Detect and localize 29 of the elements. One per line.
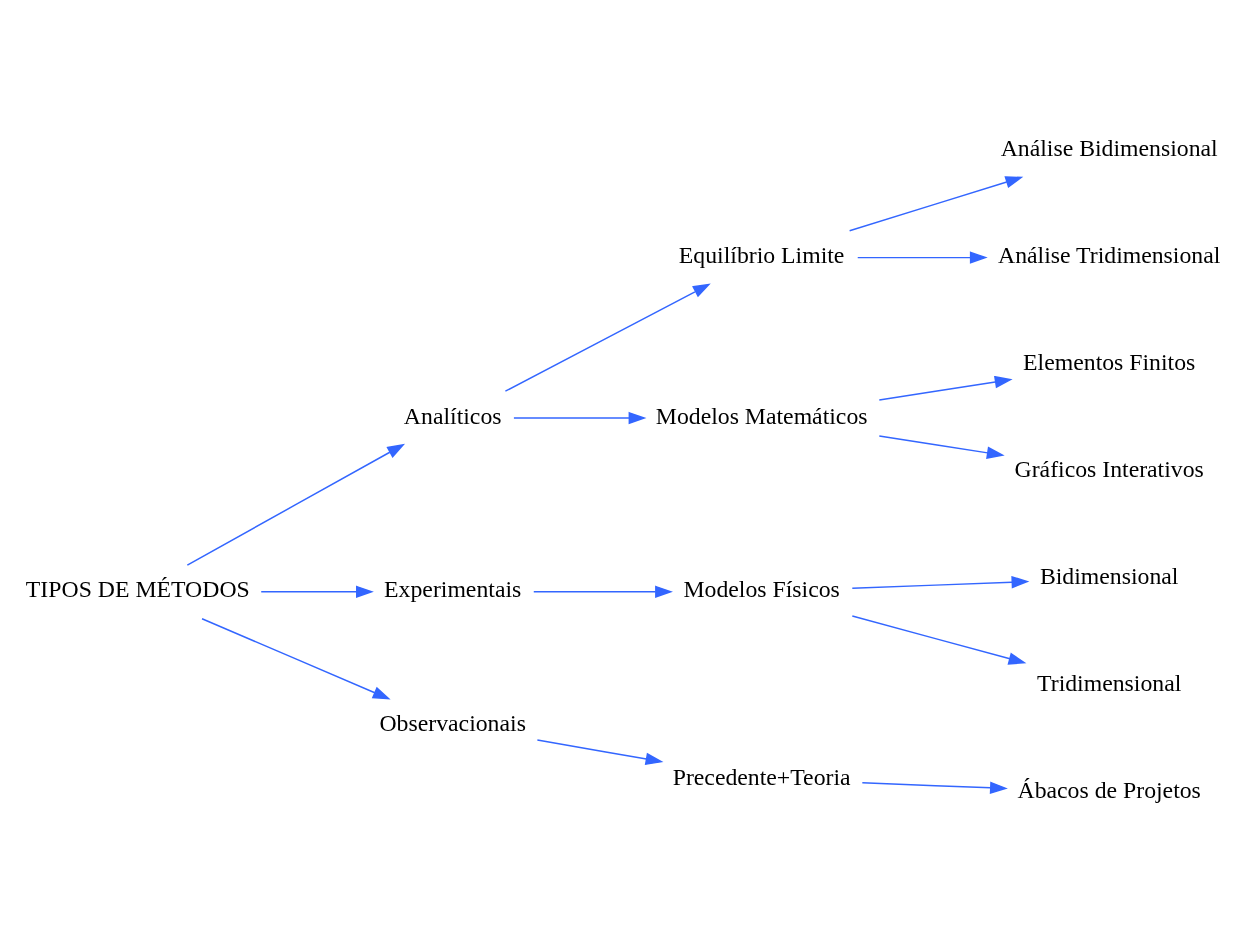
arrow bbox=[857, 250, 988, 264]
arrow bbox=[851, 575, 1030, 589]
node-text: Elementos Finitos bbox=[1023, 348, 1196, 375]
node-text: Modelos Físicos bbox=[683, 575, 840, 602]
node-text: Analíticos bbox=[403, 402, 502, 429]
node-text: Observacionais bbox=[379, 709, 526, 736]
arrow bbox=[848, 175, 1024, 231]
arrow bbox=[260, 585, 374, 598]
node-text: Experimentais bbox=[384, 575, 522, 602]
node-text: TIPOS DE MÉTODOS bbox=[25, 575, 250, 602]
node-text: Análise Tridimensional bbox=[998, 241, 1221, 268]
arrow bbox=[536, 738, 664, 765]
node-text: Modelos Matemáticos bbox=[655, 402, 868, 429]
arrow bbox=[878, 434, 1005, 459]
arrow bbox=[504, 283, 711, 392]
arrow bbox=[201, 617, 391, 699]
arrow bbox=[513, 411, 647, 424]
arrow bbox=[186, 443, 406, 566]
node-text: Equilíbrio Limite bbox=[678, 241, 845, 268]
node-text: Bidimensional bbox=[1039, 562, 1179, 589]
node-text: Ábacos de Projetos bbox=[1017, 776, 1201, 803]
node-text: Gráficos Interativos bbox=[1014, 455, 1204, 482]
arrow bbox=[861, 781, 1008, 794]
node-text: Análise Bidimensional bbox=[1000, 134, 1218, 161]
arrow bbox=[878, 375, 1013, 401]
arrow bbox=[533, 585, 673, 598]
node-text: Precedente+Teoria bbox=[672, 763, 851, 790]
node-text: Tridimensional bbox=[1037, 669, 1182, 696]
arrow bbox=[851, 614, 1027, 665]
